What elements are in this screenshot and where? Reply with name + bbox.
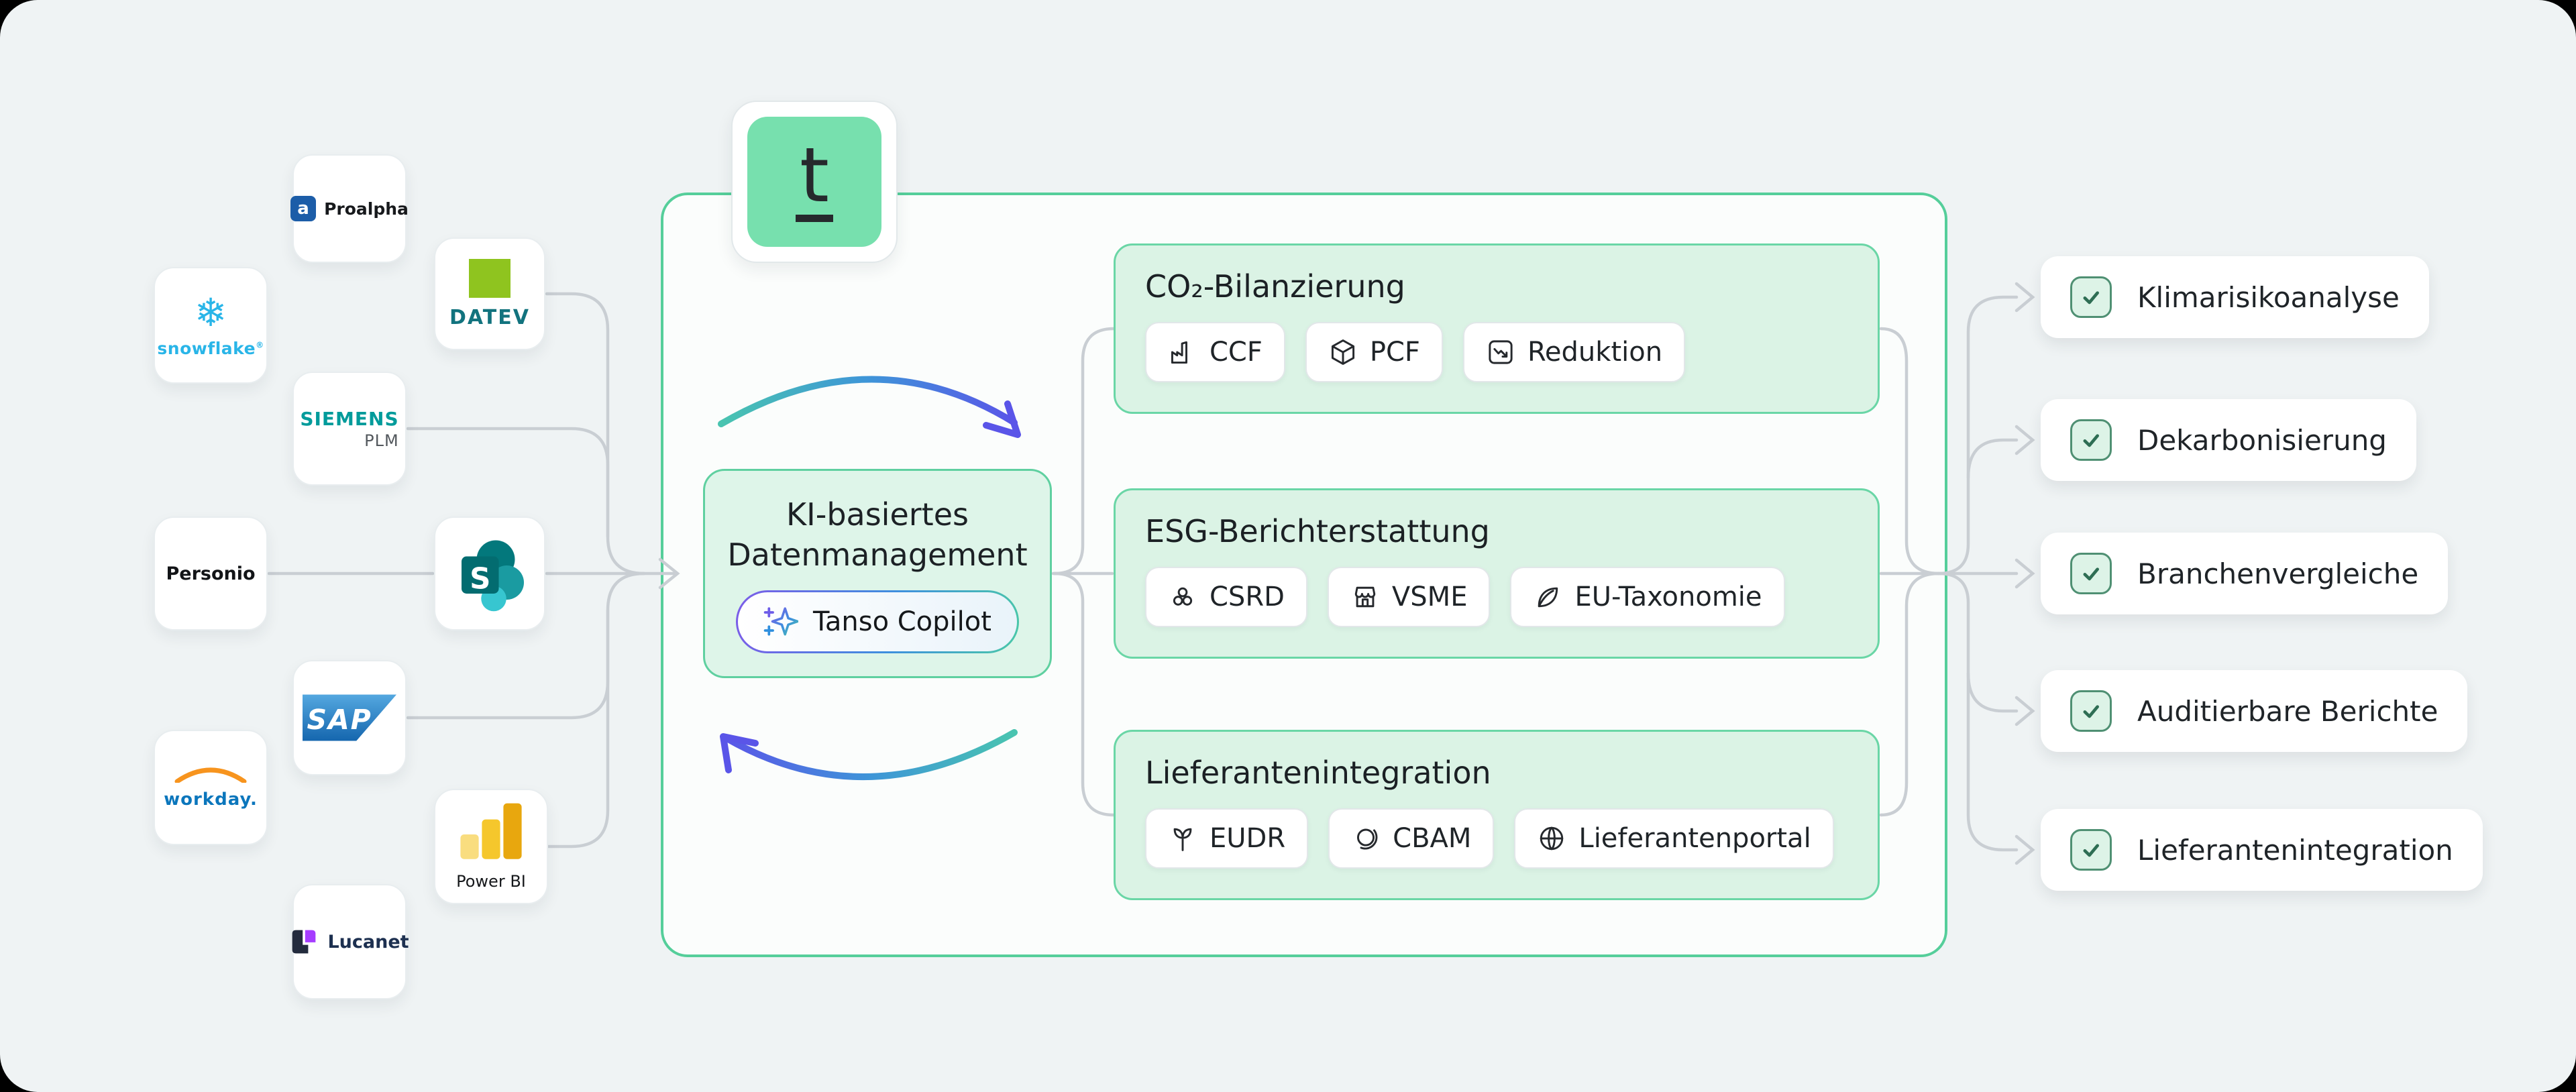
siemens-plm-label: PLM [364, 431, 399, 450]
outcome-auditierbare-berichte: Auditierbare Berichte [2041, 670, 2468, 752]
workday-label: workday. [164, 789, 258, 810]
module-title: CO₂-Bilanzierung [1145, 268, 1405, 305]
sparkle-icon [763, 606, 799, 636]
checkbox-icon [2070, 419, 2112, 461]
source-card-siemens-plm: SIEMENS PLM [292, 372, 407, 486]
powerbi-icon [460, 803, 522, 859]
outcome-branchenvergleiche: Branchenvergleiche [2041, 533, 2449, 614]
module-co2-bilanzierung: CO₂-Bilanzierung CCF PCF Reduktion [1114, 243, 1880, 414]
sap-icon: SAP [303, 694, 396, 741]
source-card-snowflake: ❄ snowflake® [154, 267, 268, 384]
sharepoint-icon: S [462, 540, 524, 612]
cluster-icon [1173, 587, 1193, 606]
outcome-label: Lieferantenintegration [2137, 833, 2453, 867]
outcome-label: Branchenvergleiche [2137, 557, 2419, 590]
personio-label: Personio [166, 563, 256, 584]
pill-label: CCF [1210, 337, 1263, 368]
svg-text:S: S [470, 563, 490, 596]
module-lieferantenintegration: Lieferantenintegration EUDR CBAM Liefera… [1114, 730, 1880, 900]
pill-label: Lieferantenportal [1578, 823, 1811, 854]
globe-icon [1540, 826, 1564, 851]
snowflake-icon: ❄ [194, 289, 227, 335]
pill-label: CSRD [1210, 582, 1285, 612]
checkbox-icon [2070, 276, 2112, 318]
pill-label: VSME [1391, 582, 1468, 612]
checkbox-icon [2070, 690, 2112, 732]
source-card-lucanet: Lucanet [292, 884, 409, 999]
pill-cbam: CBAM [1328, 808, 1495, 869]
tanso-copilot-badge: Tanso Copilot [736, 590, 1019, 653]
tanso-logo-tile: t [747, 117, 881, 247]
source-card-datev: DATEV [434, 237, 545, 350]
pill-label: EU-Taxonomie [1574, 582, 1762, 612]
siemens-label: SIEMENS [300, 407, 399, 430]
orbit-icon [1357, 828, 1378, 850]
outcome-label: Auditierbare Berichte [2137, 694, 2438, 728]
outcome-klimarisikoanalyse: Klimarisikoanalyse [2041, 256, 2429, 338]
proalpha-label: Proalpha [324, 199, 409, 219]
lucanet-icon [292, 930, 316, 954]
module-esg-berichterstattung: ESG-Berichterstattung CSRD VSME EU-Taxon… [1114, 488, 1880, 659]
storefront-icon [1354, 586, 1376, 608]
snowflake-label: snowflake® [157, 338, 264, 358]
svg-text:SAP: SAP [307, 704, 372, 736]
trend-down-icon [1489, 340, 1513, 364]
ki-box-title: KI-basiertes Datenmanagement [727, 496, 1028, 573]
outcome-dekarbonisierung: Dekarbonisierung [2041, 399, 2416, 481]
pill-reduktion: Reduktion [1462, 322, 1686, 382]
pill-eudr: EUDR [1145, 808, 1309, 869]
pill-ccf: CCF [1145, 322, 1285, 382]
proalpha-icon: a [290, 196, 317, 221]
datev-icon [469, 258, 511, 298]
pill-pcf: PCF [1305, 322, 1443, 382]
source-card-sharepoint: S [434, 516, 545, 631]
workday-arc-icon [174, 767, 247, 783]
tanso-logo: t [731, 101, 898, 263]
pill-label: Reduktion [1527, 337, 1663, 368]
pill-label: PCF [1369, 337, 1420, 368]
outcome-label: Klimarisikoanalyse [2137, 280, 2400, 314]
source-card-powerbi: Power BI [434, 789, 548, 904]
pill-lieferantenportal: Lieferantenportal [1514, 808, 1834, 869]
copilot-label: Tanso Copilot [813, 606, 991, 637]
pill-csrd: CSRD [1145, 567, 1307, 627]
ki-datenmanagement-box: KI-basiertes Datenmanagement Tanso Copil… [703, 469, 1052, 678]
sprout-icon [1173, 828, 1192, 851]
outcome-lieferantenintegration: Lieferantenintegration [2041, 809, 2483, 891]
outcome-label: Dekarbonisierung [2137, 423, 2387, 457]
source-card-personio: Personio [154, 516, 268, 631]
checkbox-icon [2070, 829, 2112, 871]
powerbi-label: Power BI [456, 872, 526, 891]
source-card-workday: workday. [154, 730, 268, 845]
source-card-sap: SAP [292, 660, 407, 775]
pill-vsme: VSME [1327, 567, 1491, 627]
factory-icon [1171, 341, 1187, 364]
module-title: Lieferantenintegration [1145, 755, 1491, 791]
pill-eu-taxonomie: EU-Taxonomie [1510, 567, 1785, 627]
source-card-proalpha: a Proalpha [290, 154, 409, 263]
checkbox-icon [2070, 553, 2112, 594]
pill-label: EUDR [1210, 823, 1286, 854]
tanso-t-glyph: t [800, 131, 829, 219]
pill-label: CBAM [1393, 823, 1472, 854]
tanso-underline [796, 215, 833, 223]
lucanet-label: Lucanet [327, 931, 409, 952]
package-icon [1331, 339, 1354, 365]
datev-label: DATEV [449, 305, 530, 329]
leaf-icon [1538, 587, 1558, 608]
module-title: ESG-Berichterstattung [1145, 513, 1490, 549]
